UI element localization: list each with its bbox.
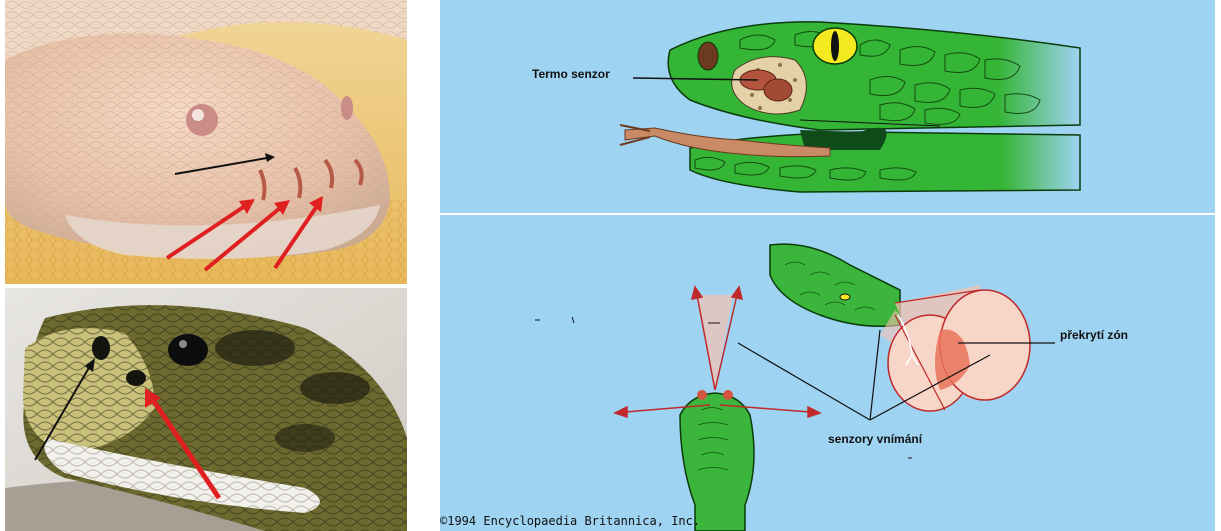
perception-sensors-label: senzory vnímání xyxy=(828,432,922,446)
sensing-zones-diagram: překrytí zón senzory vnímání ©1994 Encyc… xyxy=(440,215,1215,531)
thermo-sensor-diagram: Termo senzor xyxy=(440,0,1215,213)
zone-overlap-label: překrytí zón xyxy=(1060,328,1128,342)
thermo-sensor-label: Termo senzor xyxy=(532,67,610,81)
rattlesnake-photo xyxy=(5,288,407,531)
copyright-notice: ©1994 Encyclopaedia Britannica, Inc. xyxy=(440,514,700,528)
albino-python-photo xyxy=(5,0,407,284)
